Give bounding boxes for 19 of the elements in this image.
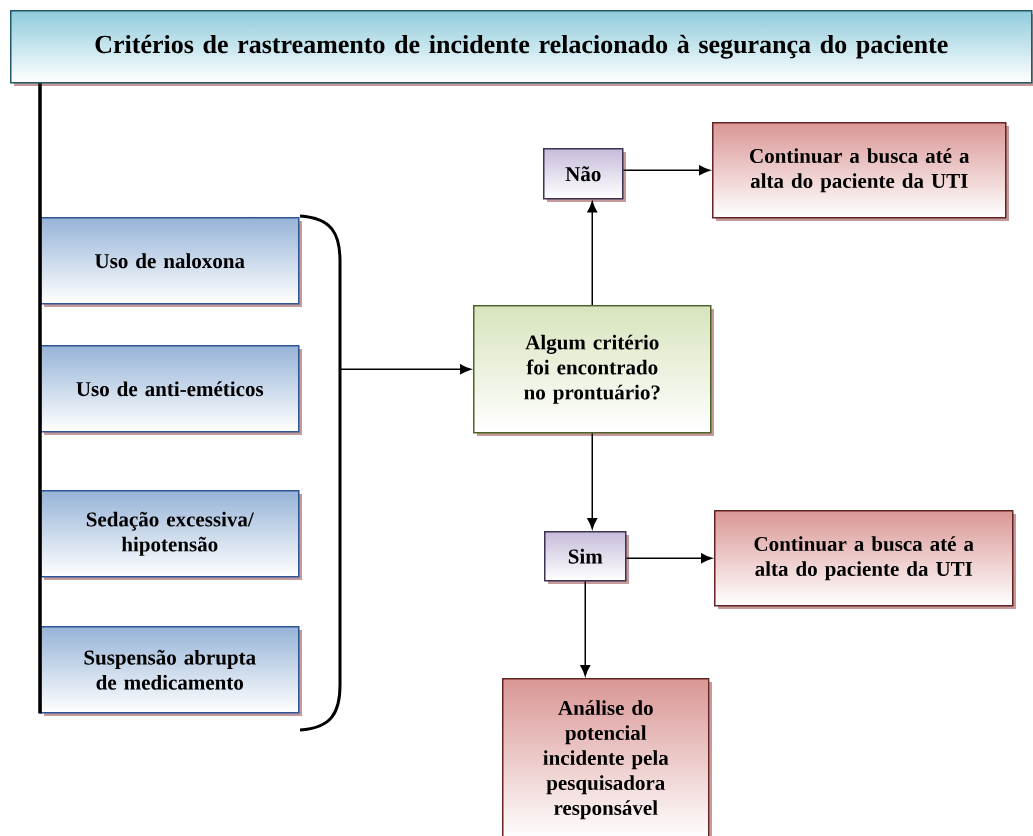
criterion-box: Sedação excessiva/ hipotensão: [40, 490, 302, 580]
decision-box: Algum critério foi encontrado no prontuário?: [473, 305, 714, 436]
outcome-box: Análise do potencial incidente pela pesquisadora responsável: [502, 678, 712, 836]
arrow: [339, 364, 471, 375]
criterion-box: Uso de naloxona: [40, 217, 302, 307]
arrow: [622, 165, 710, 176]
outcome-box: Continuar a busca até a alta do paciente da UTI: [712, 122, 1009, 221]
criterion-box: Uso de anti-eméticos: [40, 345, 302, 435]
criterion-box: Suspensão abrupta de medicamento: [40, 626, 302, 716]
arrow: [587, 201, 598, 306]
arrow: [625, 553, 712, 564]
option-box: Não: [543, 148, 626, 202]
arrow: [587, 432, 598, 529]
arrow: [580, 580, 591, 676]
option-box: Sim: [544, 531, 629, 584]
outcome-box: Continuar a busca até a alta do paciente da UTI: [714, 510, 1016, 609]
connector-line: [38, 83, 42, 714]
bracket: [299, 214, 342, 732]
title-box: Critérios de rastreamento de incidente relacionado à segurança do paciente: [10, 10, 1033, 86]
